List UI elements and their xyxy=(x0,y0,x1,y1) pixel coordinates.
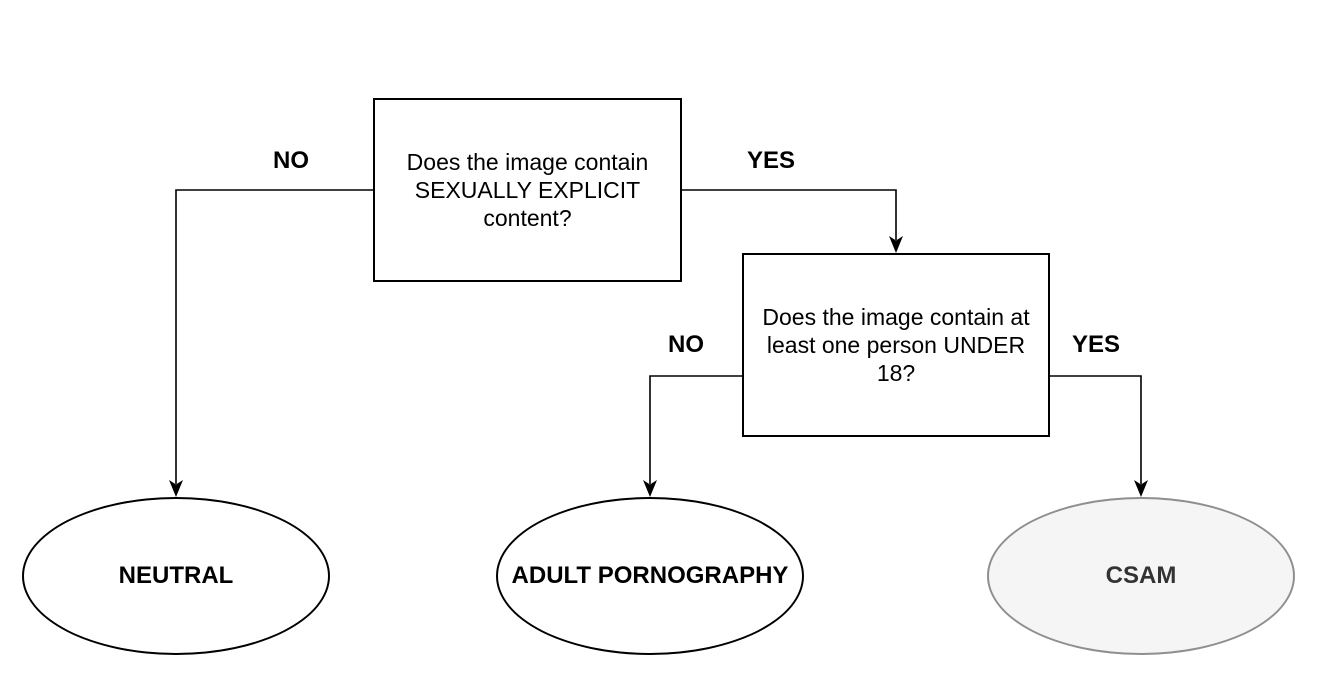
terminal-node-adult-pornography-label: ADULT PORNOGRAPHY xyxy=(511,562,789,589)
edge-q2-no-line xyxy=(649,375,742,484)
edge-q2-yes-line xyxy=(1050,375,1142,484)
edge-label-q1-yes: YES xyxy=(744,147,798,175)
terminal-node-csam: CSAM xyxy=(987,497,1295,655)
decision-node-explicit-content-text: Does the image contain SEXUALLY EXPLICIT… xyxy=(406,149,649,231)
decision-node-under-18-text: Does the image contain at least one pers… xyxy=(762,304,1030,386)
arrowhead-down-icon xyxy=(643,480,657,497)
edge-label-q2-no: NO xyxy=(666,331,706,359)
arrowhead-down-icon xyxy=(169,480,183,497)
decision-node-explicit-content: Does the image contain SEXUALLY EXPLICIT… xyxy=(373,98,682,282)
decision-node-under-18: Does the image contain at least one pers… xyxy=(742,253,1050,437)
terminal-node-csam-label: CSAM xyxy=(1105,562,1177,589)
edge-label-q1-no: NO xyxy=(271,147,311,175)
terminal-node-neutral-label: NEUTRAL xyxy=(118,562,234,589)
edge-q1-yes-line xyxy=(682,189,897,240)
edge-label-q2-yes: YES xyxy=(1069,331,1123,359)
edge-q1-no-line xyxy=(175,189,373,484)
arrowhead-down-icon xyxy=(1134,480,1148,497)
terminal-node-neutral: NEUTRAL xyxy=(22,497,330,655)
terminal-node-adult-pornography: ADULT PORNOGRAPHY xyxy=(496,497,804,655)
arrowhead-down-icon xyxy=(889,236,903,253)
